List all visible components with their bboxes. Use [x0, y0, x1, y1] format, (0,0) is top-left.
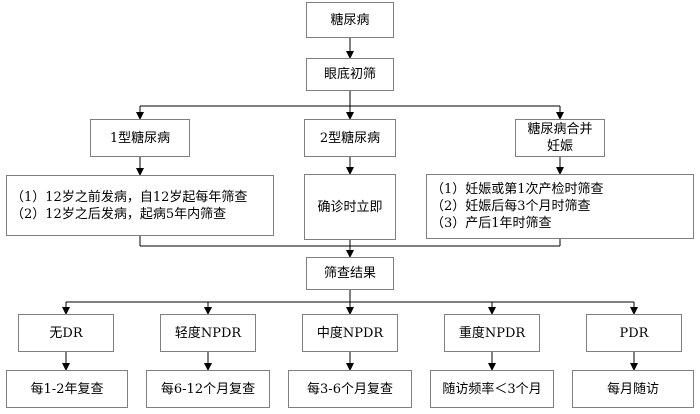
grade-mild-label: 轻度NPDR	[174, 325, 242, 341]
grade-moderate-label: 中度NPDR	[316, 325, 384, 341]
node-grade-moderate-npdr: 中度NPDR	[302, 314, 398, 352]
node-followup-none: 每1-2年复查	[6, 370, 128, 408]
node-screening-results: 筛查结果	[306, 257, 394, 290]
node-fundus-screening: 眼底初筛	[306, 58, 394, 91]
node-pregnancy-label-line2: 妊娠	[546, 139, 573, 154]
followup-severe-label: 随访频率＜3个月	[442, 381, 542, 397]
node-type2-detail: 确诊时立即	[304, 174, 396, 240]
node-followup-mild: 每6-12个月复查	[146, 370, 270, 408]
pregnancy-detail-line1: （1）妊娠或第1次产检时筛查	[431, 182, 604, 197]
followup-none-label: 每1-2年复查	[30, 381, 104, 397]
node-pregnancy-label-line1: 糖尿病合并	[527, 122, 593, 137]
node-grade-mild-npdr: 轻度NPDR	[160, 314, 256, 352]
node-type1: 1型糖尿病	[90, 119, 190, 157]
followup-mild-label: 每6-12个月复查	[160, 381, 256, 397]
type1-detail-line1: （1）12岁之前发病，自12岁起每年筛查	[11, 189, 248, 205]
node-type1-label: 1型糖尿病	[109, 130, 171, 146]
type1-detail-line2: （2）12岁之后发病，起病5年内筛查	[11, 206, 227, 222]
node-followup-moderate: 每3-6个月复查	[288, 370, 412, 408]
node-followup-severe: 随访频率＜3个月	[430, 370, 554, 408]
type2-detail-label: 确诊时立即	[317, 199, 383, 215]
grade-severe-label: 重度NPDR	[458, 325, 526, 341]
screening-results-label: 筛查结果	[323, 266, 376, 281]
node-pregnancy: 糖尿病合并 妊娠	[515, 119, 605, 157]
grade-pdr-label: PDR	[619, 325, 649, 341]
grade-none-label: 无DR	[49, 325, 83, 341]
followup-pdr-label: 每月随访	[606, 381, 659, 397]
node-diabetes-label: 糖尿病	[330, 12, 370, 28]
node-diabetes: 糖尿病	[306, 2, 394, 38]
node-pregnancy-detail: （1）妊娠或第1次产检时筛查 （2）妊娠后每3个月时筛查 （3）产后1年时筛查	[426, 174, 694, 239]
node-type2: 2型糖尿病	[304, 119, 396, 157]
pregnancy-detail-line3: （3）产后1年时筛查	[431, 216, 552, 231]
pregnancy-detail-line2: （2）妊娠后每3个月时筛查	[431, 199, 591, 214]
node-grade-severe-npdr: 重度NPDR	[444, 314, 540, 352]
followup-moderate-label: 每3-6个月复查	[307, 381, 393, 397]
node-fundus-screening-label: 眼底初筛	[323, 67, 376, 82]
node-type1-detail: （1）12岁之前发病，自12岁起每年筛查 （2）12岁之后发病，起病5年内筛查	[6, 175, 274, 236]
node-grade-pdr: PDR	[586, 314, 682, 352]
node-type2-label: 2型糖尿病	[319, 130, 381, 146]
node-grade-none: 无DR	[18, 314, 114, 352]
node-followup-pdr: 每月随访	[572, 370, 694, 408]
